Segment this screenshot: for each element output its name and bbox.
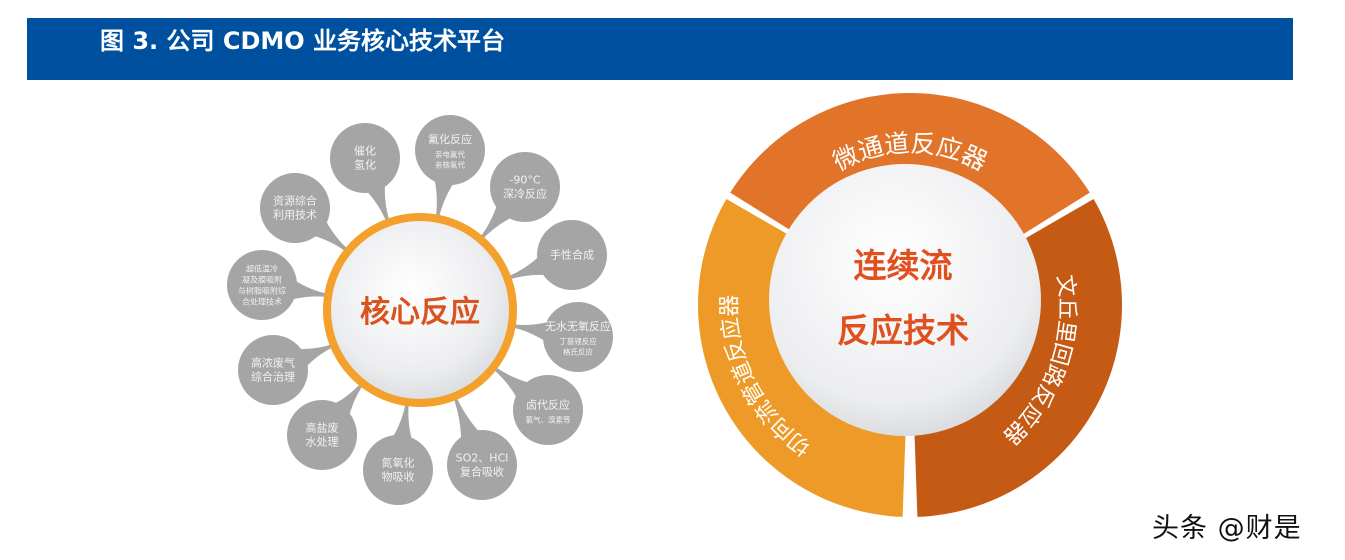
bubble-label: 亲核氟代 — [435, 160, 465, 170]
bubble-connector — [297, 343, 336, 368]
bubble-label: 高浓废气 — [251, 356, 295, 370]
bubble-connector — [434, 178, 455, 220]
bubble-label: 复合吸收 — [460, 465, 504, 479]
bubble-label: 利用技术 — [273, 209, 317, 222]
reaction-bubble — [260, 173, 330, 243]
bubble-label: 水处理 — [306, 436, 339, 449]
bubble-label: SO2、HCl — [456, 452, 509, 465]
ring-segment — [914, 199, 1122, 517]
bubble-label: -90°C — [509, 174, 540, 187]
reaction-bubble — [537, 220, 607, 290]
bubble-label: 凝及膜吸附 — [242, 274, 282, 284]
bubble-label: 卤代反应 — [526, 397, 570, 411]
bubble-label: 手性合成 — [550, 248, 594, 262]
center-label-line1: 连续流 — [854, 246, 953, 285]
bubble-connector — [366, 183, 391, 224]
bubble-label: 氟化反应 — [428, 132, 472, 146]
ring-segment — [697, 199, 906, 517]
bubble-label: 超低温冷 — [246, 263, 278, 273]
bubble-label: 与树脂吸附综 — [238, 285, 286, 295]
bubble-connector — [506, 256, 547, 281]
bubble-label: 高盐废 — [306, 421, 339, 435]
bubble-label: 物吸收 — [382, 470, 415, 484]
reaction-bubble — [330, 123, 400, 193]
figure-title: 图 3. 公司 CDMO 业务核心技术平台 — [100, 27, 506, 55]
reaction-bubble — [227, 250, 297, 320]
bubble-connector — [452, 394, 480, 440]
bubble-label: 氮氧化 — [382, 456, 415, 470]
bubble-label: 合处理技术 — [242, 296, 282, 306]
bubble-label: 氢化 — [354, 158, 376, 172]
center-label-core-reaction: 核心反应 — [360, 295, 480, 330]
bubble-label: 无水无氧反应 — [545, 319, 611, 333]
reaction-bubble — [415, 115, 485, 185]
center-label-line2: 反应技术 — [837, 311, 969, 350]
bubble-label: 综合治理 — [251, 370, 295, 384]
bubble-connector — [291, 279, 330, 300]
reaction-bubble — [238, 335, 308, 405]
bubble-label: 氯气、溴素等 — [526, 414, 571, 424]
figure-header: 图 3. 公司 CDMO 业务核心技术平台 — [27, 18, 1293, 80]
bubble-label: 资源综合 — [273, 194, 317, 208]
bubble-connector — [392, 400, 413, 441]
bubble-label: 格氏反应 — [563, 347, 593, 357]
bubble-connector — [510, 321, 550, 342]
reaction-bubble — [363, 435, 433, 505]
reaction-bubble — [490, 152, 560, 222]
reaction-bubble — [543, 302, 613, 372]
bubble-label: 丁基锂反应 — [559, 336, 597, 346]
bubble-label: 催化 — [354, 144, 376, 158]
reaction-bubble — [513, 375, 583, 445]
bubble-label: 深冷反应 — [503, 187, 547, 201]
reaction-bubble — [447, 430, 517, 500]
reaction-bubble — [287, 400, 357, 470]
continuous-flow-diagram: 连续流 反应技术 微通道反应器 文丘里回路反应器 切向流管道反应器 — [661, 80, 1129, 520]
watermark: 头条 @财是 — [1152, 513, 1302, 544]
bubble-label: 亲电氟代 — [435, 149, 465, 159]
